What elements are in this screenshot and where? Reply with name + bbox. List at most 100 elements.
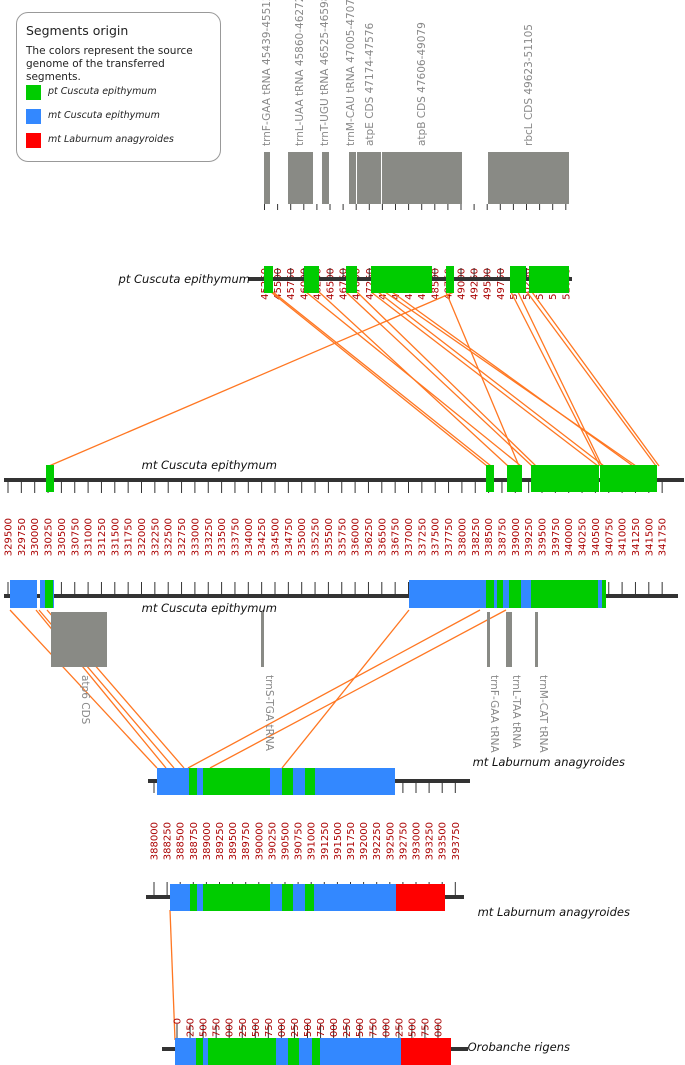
ruler-tick-label: 388750 [189, 822, 200, 860]
mt-cuscuta-origin-track-name: mt Cuscuta epithymum [142, 601, 277, 615]
gene-label: atpE CDS 47174-47576 [364, 22, 376, 146]
ruler-tick-label: 334250 [257, 518, 268, 556]
homology-link [169, 909, 176, 1041]
pt-segment [305, 884, 314, 911]
pt-segment [203, 884, 270, 911]
ruler-tick-label: 330250 [44, 518, 55, 556]
gene-box [357, 152, 381, 204]
ruler-tick-label: 332250 [150, 518, 161, 556]
gene-box [261, 612, 264, 667]
pt-segment [312, 1038, 320, 1065]
ruler-tick-label: 332000 [137, 518, 148, 556]
homology-link [345, 291, 533, 467]
ruler-tick-label: 337500 [431, 518, 442, 556]
homology-link [377, 291, 605, 467]
gene-box [51, 612, 107, 667]
ruler-tick-label: 338500 [484, 518, 495, 556]
ruler-tick-label: 329750 [17, 518, 28, 556]
ruler-tick-label: 500 [199, 1018, 210, 1037]
orobanche-track [162, 1038, 468, 1065]
ruler-tick-label: 2000 [277, 1018, 288, 1043]
gene-label: atp6 CDS [79, 675, 91, 725]
gene-box [264, 152, 270, 204]
legend: Segments origin The colors represent the… [16, 12, 221, 162]
ruler-tick-label: 388250 [163, 822, 174, 860]
gene-box [488, 152, 569, 204]
ruler-tick-label: 391500 [333, 822, 344, 860]
gene-label: trnL-UAA tRNA 45860-46272 [294, 0, 306, 146]
homology-link [356, 291, 537, 467]
gene-box [322, 152, 329, 204]
ruler-tick-label: 333750 [230, 518, 241, 556]
ruler-tick-label: 332750 [177, 518, 188, 556]
homology-link [531, 291, 660, 467]
ruler-tick-label: 392500 [385, 822, 396, 860]
ruler-tick-label: 337750 [444, 518, 455, 556]
ruler-tick-label: 46500 [326, 268, 337, 300]
pt-segment [497, 580, 503, 608]
ruler-tick-label: 1000 [225, 1018, 236, 1043]
ruler-tick-label: 329500 [4, 518, 15, 556]
ruler-tick-label: 393750 [451, 822, 462, 860]
ruler-tick-label: 392250 [372, 822, 383, 860]
mt-laburnum-segment [401, 1038, 451, 1065]
mt-laburnum-segment [396, 884, 445, 911]
pt-segment [203, 768, 270, 795]
ruler-tick-label: 334000 [244, 518, 255, 556]
pt-segment [531, 465, 599, 492]
ruler-tick-label: 750 [212, 1018, 223, 1037]
ruler-tick-label: 330500 [57, 518, 68, 556]
ruler-tick-label: 331000 [84, 518, 95, 556]
ruler-tick-label: 1250 [238, 1018, 249, 1043]
ruler-tick-label: 4750 [420, 1018, 431, 1043]
ruler-tick-label: 50250 [522, 268, 533, 300]
ruler-tick-label: 332500 [164, 518, 175, 556]
gene-box [288, 152, 313, 204]
ruler-tick-label: 2500 [303, 1018, 314, 1043]
ruler-tick-label: 333250 [204, 518, 215, 556]
ruler-tick-label: 337000 [404, 518, 415, 556]
ruler-tick-label: 338750 [497, 518, 508, 556]
homology-link [281, 609, 410, 769]
ruler-tick-label: 339000 [511, 518, 522, 556]
pt-gene-annotations: trnF-GAA tRNA 45439-45512 trnL-UAA tRNA 4… [261, 0, 569, 204]
pt-segment [304, 266, 319, 293]
ruler-tick-label: 388000 [150, 822, 161, 860]
pt-segment [346, 266, 357, 293]
pt-cuscuta-track [248, 266, 572, 293]
ruler-tick-label: 340750 [604, 518, 615, 556]
ruler-tick-label: 331500 [110, 518, 121, 556]
ruler-tick-label: 335000 [297, 518, 308, 556]
gene-label: trnL-TAA tRNA [510, 675, 522, 749]
ruler-tick-label: 334750 [284, 518, 295, 556]
ruler-tick-label: 3750 [368, 1018, 379, 1043]
ruler-tick-label: 338250 [471, 518, 482, 556]
ruler-tick-label: 330750 [70, 518, 81, 556]
ruler-tick-label: 393000 [412, 822, 423, 860]
ruler-tick-label: 341500 [644, 518, 655, 556]
gene-box [535, 612, 538, 667]
homology-link [209, 609, 507, 769]
homology-link [510, 291, 601, 467]
gene-box [487, 612, 490, 667]
pt-segment [46, 465, 54, 492]
ruler-tick-label: 250 [186, 1018, 197, 1037]
ruler-tick-label: 49250 [470, 268, 481, 300]
pt-segment [190, 884, 197, 911]
homology-link [384, 291, 637, 467]
ruler-tick-label: 390250 [267, 822, 278, 860]
ruler-tick-label: 390000 [254, 822, 265, 860]
ruler-tick-label: 339250 [524, 518, 535, 556]
ruler-tick-label: 335500 [324, 518, 335, 556]
pt-segment [208, 1038, 276, 1065]
gene-label: trnF-GAA tRNA 45439-45512 [261, 0, 273, 146]
ruler-tick-label: 48500 [430, 268, 441, 300]
pt-segment [282, 768, 293, 795]
pt-segment [189, 768, 197, 795]
mt-cuscuta-ruler-track [4, 465, 684, 493]
ruler-tick-label: 340000 [564, 518, 575, 556]
ruler-tick-label: 0 [173, 1018, 184, 1024]
ruler-tick-label: 2750 [316, 1018, 327, 1043]
